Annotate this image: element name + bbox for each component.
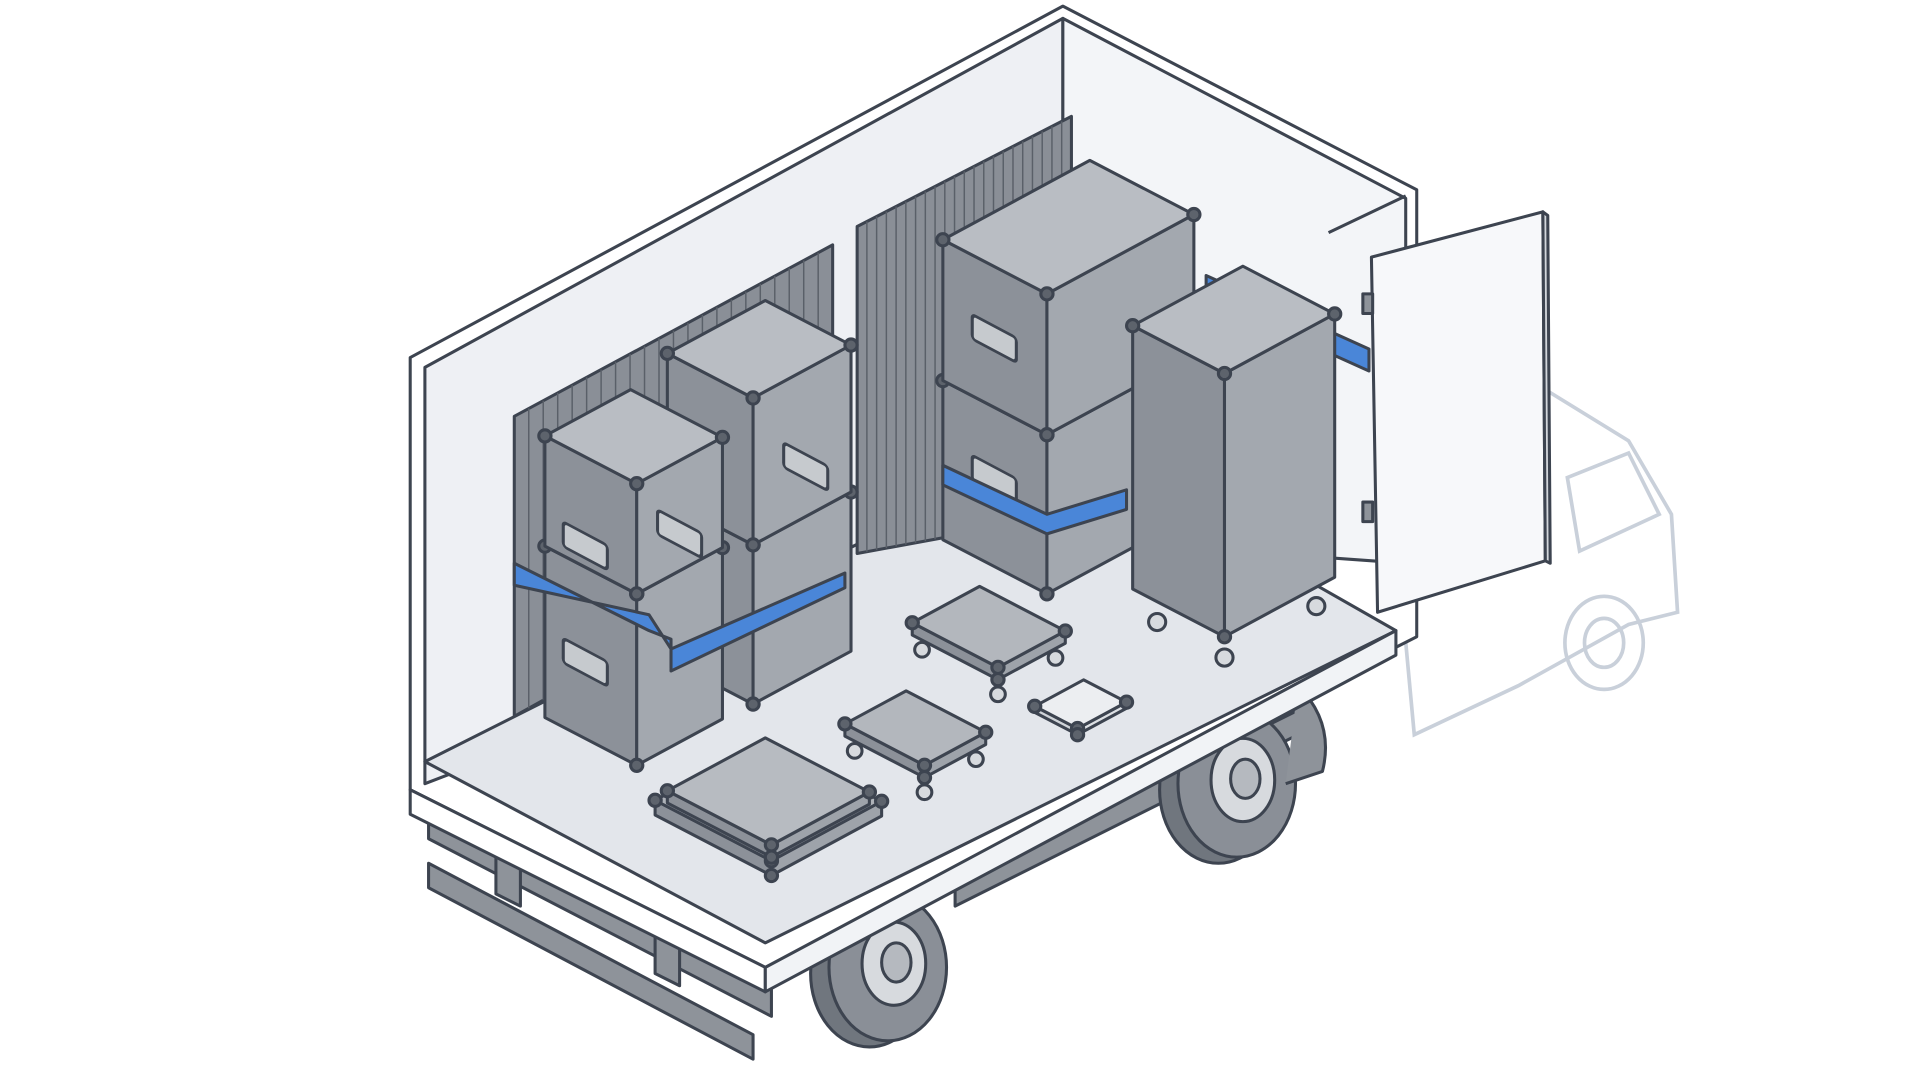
dolly-deck: [837, 689, 994, 786]
corner-cap: [1216, 365, 1233, 382]
corner-cap: [861, 784, 878, 800]
corner-cap: [745, 696, 761, 712]
caster-wheel: [1214, 647, 1235, 668]
wall-seam-line: [1327, 194, 1407, 235]
door-hinge: [1361, 500, 1375, 524]
corner-cap: [916, 757, 933, 773]
case-top-face: [1131, 264, 1337, 375]
floor-mat: [1027, 678, 1135, 743]
corner-cap: [1118, 694, 1135, 710]
case-handle: [656, 509, 704, 559]
caster-wheel: [913, 640, 931, 659]
corner-cap: [537, 428, 553, 444]
corner-cap: [843, 337, 859, 353]
moving-pad-stack-top: [659, 736, 878, 865]
corner-cap: [1039, 427, 1055, 443]
corner-cap: [1069, 727, 1086, 743]
case-top-face: [665, 298, 853, 400]
corner-cap: [629, 757, 645, 773]
caster-wheel: [1306, 596, 1327, 617]
caster-wheel: [1147, 611, 1168, 633]
dolly-deck: [904, 584, 1073, 688]
case-top-face: [665, 736, 871, 847]
corner-cap: [629, 586, 645, 602]
corner-cap: [990, 671, 1006, 688]
corner-cap: [1027, 698, 1043, 714]
caster-wheel: [915, 783, 934, 802]
corner-cap: [1327, 306, 1343, 322]
case-top-face: [910, 584, 1067, 669]
case-handle: [970, 314, 1018, 363]
door-hinge: [1361, 292, 1375, 315]
hub: [880, 941, 913, 984]
caster-wheel: [967, 750, 985, 769]
corner-cap: [837, 716, 853, 732]
corner-cap: [1186, 206, 1202, 223]
corner-cap: [763, 867, 780, 884]
ghost-truck-cab: [1381, 389, 1680, 738]
corner-cap: [659, 345, 675, 362]
door-panel: [1369, 210, 1547, 614]
lower-frame-beam: [427, 861, 755, 1061]
corner-cap: [1039, 586, 1055, 602]
corner-cap: [629, 476, 645, 492]
corner-cap: [745, 390, 761, 406]
hub: [1229, 757, 1262, 800]
corner-cap: [1125, 318, 1141, 334]
corner-cap: [978, 724, 994, 740]
dolly-back: [904, 584, 1073, 704]
case-top-face: [543, 388, 724, 486]
ratchet-strap-right: [941, 463, 1129, 536]
case-top-face: [1033, 678, 1129, 731]
caster-wheel: [845, 741, 864, 760]
corner-cap: [745, 537, 761, 553]
corner-cap: [916, 769, 933, 786]
floor-edge-side: [763, 629, 1398, 994]
case-handle: [561, 637, 609, 687]
corner-cap: [1039, 286, 1055, 302]
corner-cap: [763, 849, 780, 865]
ratchet-strap-left: [512, 561, 847, 673]
door-edge: [1541, 210, 1552, 565]
corner-cap: [659, 783, 675, 799]
corner-cap: [714, 429, 731, 446]
rear-door: [1361, 210, 1552, 614]
corner-cap: [990, 659, 1006, 675]
corner-cap: [763, 837, 780, 853]
corner-cap: [873, 793, 890, 809]
rack-case: [1125, 264, 1343, 645]
case-top-face: [843, 689, 988, 767]
case-top-face: [941, 158, 1196, 296]
caster-wheel: [1046, 649, 1065, 667]
corner-cap: [1057, 623, 1073, 639]
case-handle: [782, 442, 830, 491]
cargo: [512, 158, 1371, 884]
corner-cap: [1216, 629, 1233, 645]
corner-cap: [647, 792, 663, 808]
corner-cap: [904, 615, 920, 631]
caster-wheel: [989, 685, 1007, 704]
dolly-front: [837, 689, 994, 802]
case-left-face: [1131, 324, 1227, 639]
case-handle: [561, 521, 609, 571]
corner-cap: [935, 232, 951, 248]
